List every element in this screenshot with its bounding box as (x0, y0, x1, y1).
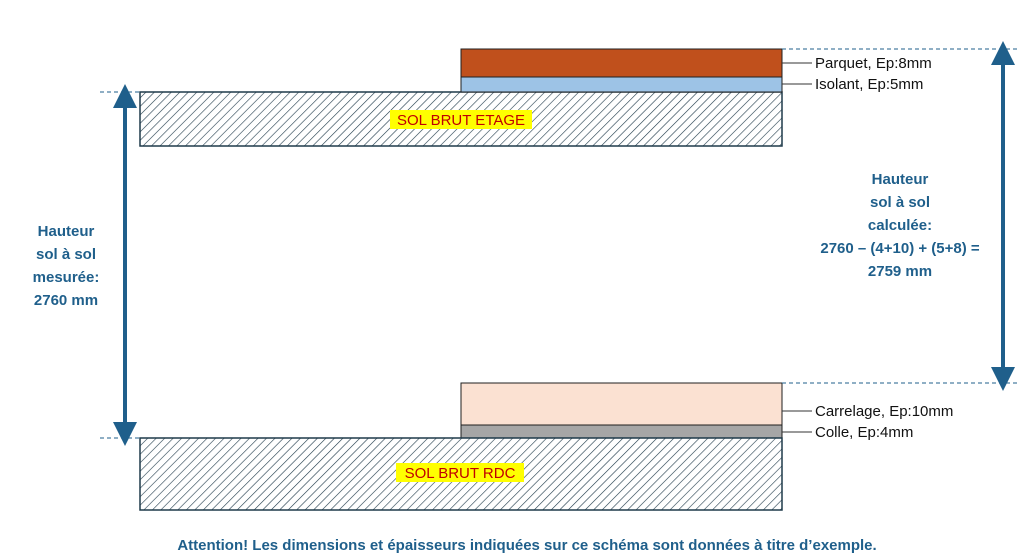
computed-line-1: Hauteur (872, 171, 929, 188)
colle-layer (460, 424, 783, 439)
slab-rdc-label-bg (396, 463, 524, 482)
colle-label: Colle, Ep:4mm (815, 424, 913, 441)
computed-line-3: calculée: (868, 217, 932, 234)
slab-rdc-label: SOL BRUT RDC (405, 465, 516, 482)
parquet-layer (460, 48, 783, 78)
computed-line-2: sol à sol (870, 194, 930, 211)
isolant-label: Isolant, Ep:5mm (815, 76, 923, 93)
isolant-layer (460, 76, 783, 93)
disclaimer-note: Attention! Les dimensions et épaisseurs … (177, 537, 876, 554)
carrelage-label: Carrelage, Ep:10mm (815, 403, 953, 420)
parquet-label: Parquet, Ep:8mm (815, 55, 932, 72)
computed-line-5: 2759 mm (868, 263, 932, 280)
slab-etage-label-bg (390, 110, 532, 129)
measured-height-text: Hauteur sol à sol mesurée: 2760 mm (33, 223, 100, 309)
measured-line-2: sol à sol (36, 246, 96, 263)
measured-line-1: Hauteur (38, 223, 95, 240)
computed-height-text: Hauteur sol à sol calculée: 2760 – (4+10… (820, 171, 980, 280)
slab-etage-label: SOL BRUT ETAGE (397, 112, 525, 129)
measured-line-3: mesurée: (33, 269, 100, 286)
measured-line-4: 2760 mm (34, 292, 98, 309)
carrelage-layer (460, 382, 783, 426)
slab-rdc (139, 437, 783, 511)
computed-line-4: 2760 – (4+10) + (5+8) = (820, 240, 980, 257)
